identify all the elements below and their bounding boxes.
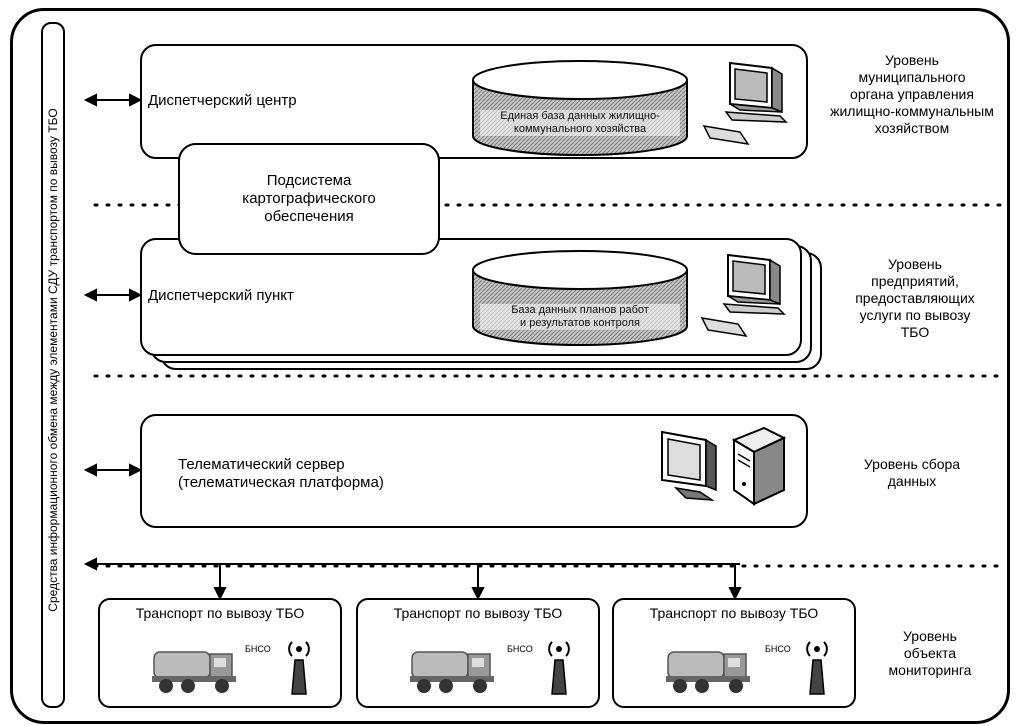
database-icon <box>472 250 688 346</box>
truck-icon <box>410 651 494 693</box>
outer-frame <box>10 8 1010 724</box>
truck-title-2: Транспорт по вывозу ТБО <box>393 605 563 621</box>
unified-database-label: Единая база данных жилищно-коммунального… <box>480 110 680 136</box>
bnso-label-2: БНСО <box>507 644 533 654</box>
double-arrow-icon <box>83 93 143 477</box>
server-icon <box>731 426 787 506</box>
truck-icon <box>152 651 236 693</box>
computer-icon <box>700 253 786 338</box>
truck-title-1: Транспорт по вывозу ТБО <box>135 605 305 621</box>
bnso-label-3: БНСО <box>765 644 791 654</box>
cartography-box-overlap <box>178 143 440 255</box>
database-icon <box>472 60 688 156</box>
down-arrow-icon <box>83 557 742 601</box>
bnso-label-1: БНСО <box>245 644 271 654</box>
antenna-icon <box>806 641 828 695</box>
info-exchange-bus <box>41 22 65 708</box>
monitor-icon <box>661 430 717 501</box>
dispatch-point-label: Диспетчерский пункт <box>148 287 294 304</box>
antenna-icon <box>548 641 570 695</box>
dispatch-center-label: Диспетчерский центр <box>148 92 297 109</box>
dispatch-point-box <box>140 238 802 356</box>
antenna-icon <box>288 641 310 695</box>
truck-title-3: Транспорт по вывозу ТБО <box>649 605 819 621</box>
cartography-label-top: Подсистема картографического обеспечения <box>242 172 376 225</box>
telematic-server-label: Телематический сервер (телематическая пл… <box>178 456 384 491</box>
computer-icon <box>702 61 788 146</box>
truck-icon <box>666 651 750 693</box>
